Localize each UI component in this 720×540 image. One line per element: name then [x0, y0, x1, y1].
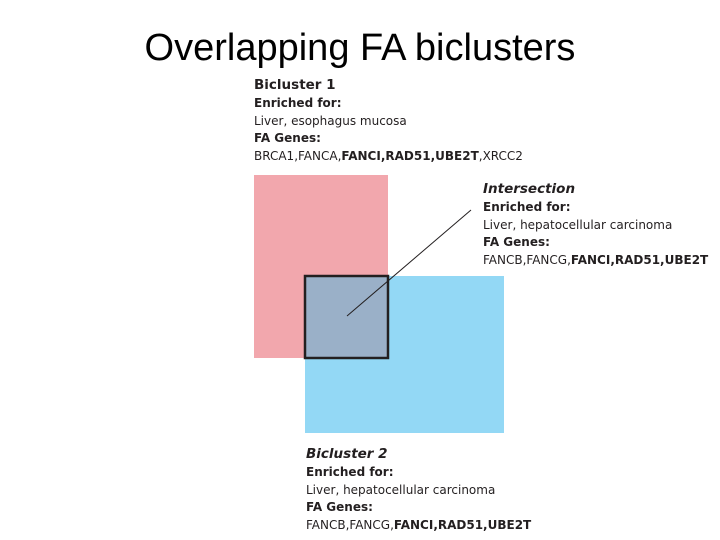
- bicluster-1-enriched-label: Enriched for:: [254, 96, 342, 110]
- gene-list-segment: FANCB,FANCG,: [483, 252, 571, 267]
- bicluster-2-label: Bicluster 2 Enriched for: Liver, hepatoc…: [306, 445, 531, 534]
- bicluster-2-genes-label: FA Genes:: [306, 500, 373, 514]
- intersection-header: Intersection: [483, 181, 576, 197]
- bicluster-2-genes: FANCB,FANCG,FANCI,RAD51,UBE2T: [306, 517, 531, 535]
- bicluster-1-enriched-value: Liver, esophagus mucosa: [254, 113, 407, 128]
- bicluster-2-header: Bicluster 2: [306, 446, 388, 462]
- intersection-genes-label: FA Genes:: [483, 235, 550, 249]
- intersection-pointer-line: [346, 209, 472, 317]
- intersection-enriched-label: Enriched for:: [483, 200, 571, 214]
- bicluster-1-label: Bicluster 1 Enriched for: Liver, esophag…: [254, 76, 523, 165]
- gene-list-segment: FANCB,FANCG,: [306, 517, 394, 532]
- gene-list-segment: BRCA1,FANCA,: [254, 148, 342, 163]
- gene-list-segment-bold: FANCI,RAD51,UBE2T: [341, 148, 479, 163]
- bicluster-1-genes-label: FA Genes:: [254, 131, 321, 145]
- bicluster-2-enriched-label: Enriched for:: [306, 465, 394, 479]
- bicluster-1-genes: BRCA1,FANCA,FANCI,RAD51,UBE2T,XRCC2: [254, 148, 523, 166]
- intersection-genes: FANCB,FANCG,FANCI,RAD51,UBE2T: [483, 252, 708, 270]
- bicluster-1-header: Bicluster 1: [254, 77, 336, 93]
- bicluster-2-enriched-value: Liver, hepatocellular carcinoma: [306, 482, 496, 497]
- slide-title: Overlapping FA biclusters: [144, 27, 576, 69]
- gene-list-segment-bold: FANCI,RAD51,UBE2T: [570, 252, 709, 267]
- gene-list-segment: ,XRCC2: [478, 148, 523, 163]
- intersection-box: [303, 274, 390, 360]
- intersection-enriched-value: Liver, hepatocellular carcinoma: [483, 217, 673, 232]
- gene-list-segment-bold: FANCI,RAD51,UBE2T: [393, 517, 532, 532]
- intersection-label: Intersection Enriched for: Liver, hepato…: [483, 180, 708, 269]
